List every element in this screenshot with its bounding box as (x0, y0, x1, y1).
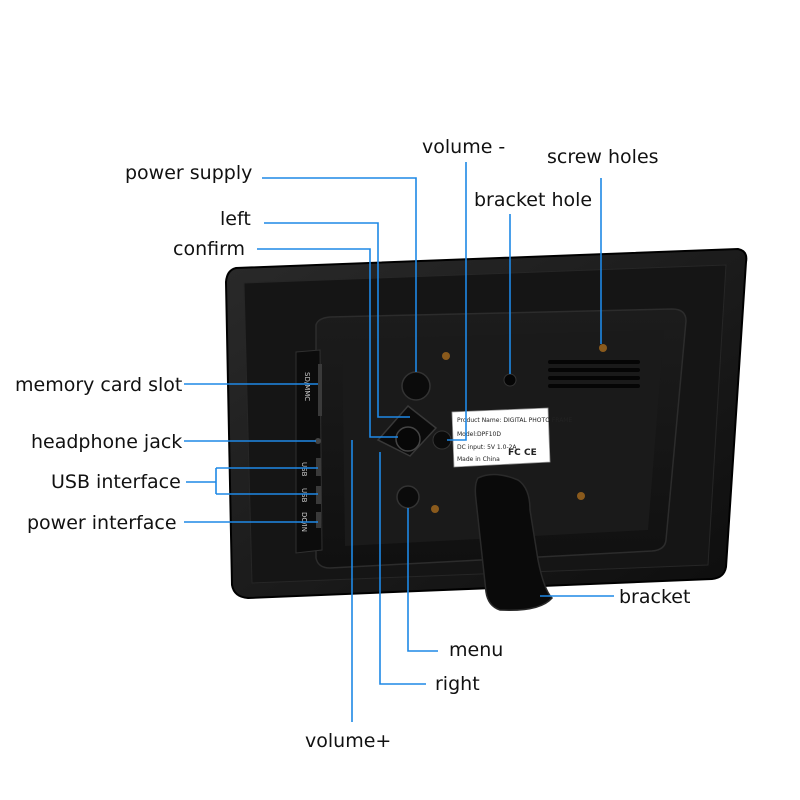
sticker-made-in: Made in China (457, 456, 500, 463)
label-right: right (435, 673, 480, 695)
screw-hole (442, 352, 450, 360)
label-bracket: bracket (619, 586, 691, 608)
sdmmc-port-label: SD/MMC (303, 372, 311, 401)
button-cluster (376, 371, 452, 509)
label-left: left (220, 208, 251, 230)
label-power-supply: power supply (125, 162, 253, 184)
callout-right (379, 452, 426, 685)
label-headphone-jack: headphone jack (31, 431, 183, 453)
power-button[interactable] (401, 371, 431, 401)
speaker-grille (548, 360, 640, 388)
memory-card-slot[interactable] (318, 364, 322, 416)
bracket-stand (474, 473, 554, 611)
screw-hole (577, 492, 585, 500)
fcc-mark: FC (508, 448, 521, 458)
sticker-product-name: Product Name: DIGITAL PHOTO FRAME (457, 417, 572, 424)
usb2-port-label: USB (300, 488, 308, 503)
label-bracket-hole: bracket hole (474, 189, 593, 211)
dc-in-port[interactable] (316, 512, 321, 528)
product-sticker: Product Name: DIGITAL PHOTO FRAME Model:… (451, 407, 572, 468)
callout-volume-minus (447, 162, 467, 441)
menu-button[interactable] (396, 485, 420, 509)
callout-confirm (257, 248, 398, 438)
label-volume-plus: volume+ (305, 730, 392, 752)
ce-mark: CE (524, 448, 537, 458)
usb-port-1[interactable] (316, 458, 321, 476)
sticker-dc-input: DC input: 5V 1.0-2A (457, 444, 517, 451)
screw-hole (599, 344, 607, 352)
label-menu: menu (449, 639, 504, 661)
label-usb-interface: USB interface (51, 471, 181, 493)
headphone-jack[interactable] (315, 438, 321, 444)
label-confirm: confirm (173, 238, 246, 260)
label-screw-holes: screw holes (547, 146, 659, 168)
confirm-button[interactable] (395, 426, 421, 452)
screw-hole (431, 505, 439, 513)
callout-lines (184, 162, 614, 722)
callout-left (264, 222, 410, 418)
label-power-interface: power interface (27, 512, 177, 534)
callout-menu (407, 508, 438, 652)
bracket-hole (503, 373, 517, 387)
usb-port-2[interactable] (316, 486, 321, 504)
sticker-model: Model:DPF10D (457, 431, 501, 438)
callout-power-supply (262, 177, 417, 372)
usb1-port-label: USB (300, 462, 308, 477)
label-memory-card-slot: memory card slot (15, 374, 183, 396)
label-volume-minus: volume - (422, 136, 506, 158)
screw-holes (431, 344, 607, 513)
